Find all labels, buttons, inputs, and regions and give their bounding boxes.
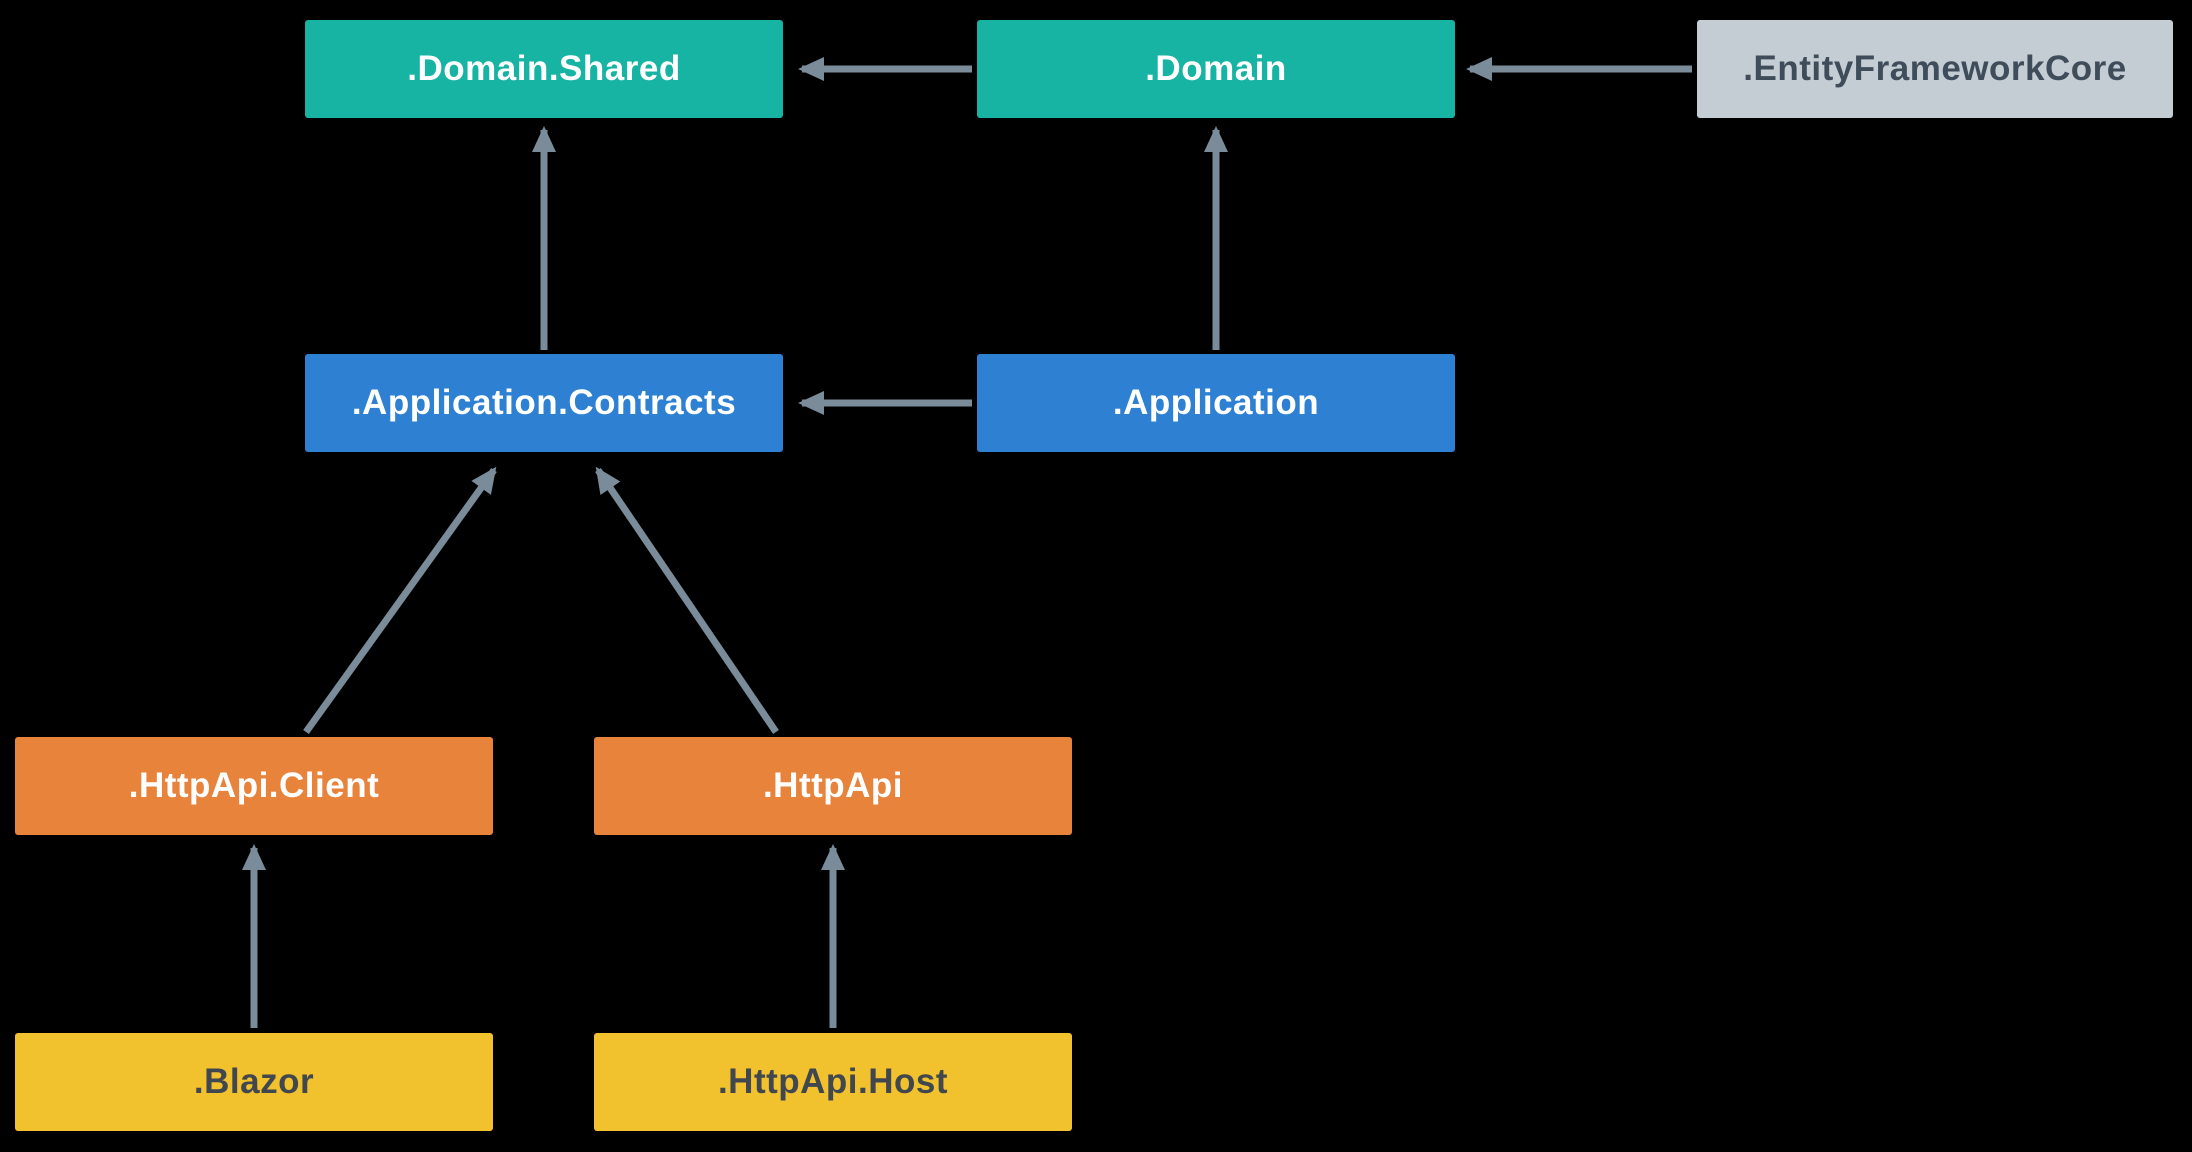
node-httpapi-client: .HttpApi.Client xyxy=(15,737,493,835)
node-entity-framework-core: .EntityFrameworkCore xyxy=(1697,20,2173,118)
node-application: .Application xyxy=(977,354,1455,452)
node-httpapi: .HttpApi xyxy=(594,737,1072,835)
edge-httpapi-to-application-contracts xyxy=(595,466,779,734)
node-application-contracts: .Application.Contracts xyxy=(305,354,783,452)
node-blazor: .Blazor xyxy=(15,1033,493,1131)
edge-httpapi-client-to-application-contracts xyxy=(303,466,497,735)
node-httpapi-host: .HttpApi.Host xyxy=(594,1033,1072,1131)
node-domain-shared: .Domain.Shared xyxy=(305,20,783,118)
node-domain: .Domain xyxy=(977,20,1455,118)
